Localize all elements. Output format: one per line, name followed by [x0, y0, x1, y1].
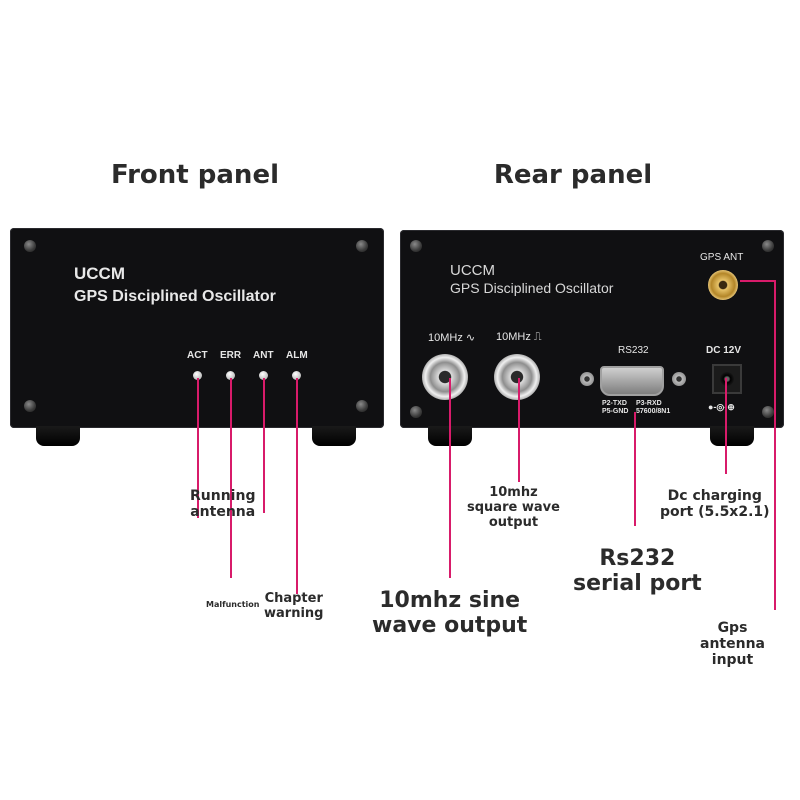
front-foot-left: [36, 426, 80, 446]
front-foot-right: [312, 426, 356, 446]
callout-line-ant: [263, 378, 265, 513]
led-label-err: ERR: [220, 350, 242, 361]
rear-panel-heading: Rear panel: [493, 160, 653, 190]
front-panel-heading: Front panel: [111, 160, 279, 190]
callout-line-square: [518, 378, 520, 482]
gps-ant-label: GPS ANT: [700, 252, 744, 263]
dc-jack-icon: [712, 364, 742, 394]
rear-product-label: GPS Disciplined Oscillator: [450, 280, 614, 296]
callout-square-wave: 10mhz square wave output: [467, 485, 560, 530]
bnc-sine-connector-icon: [422, 354, 468, 400]
screw-icon: [24, 240, 36, 252]
front-brand-label: UCCM: [74, 264, 125, 283]
db9-screw-icon: [672, 372, 686, 386]
rs232-pins-left: P2-TXD P5-GND: [602, 400, 629, 416]
callout-dc-port: Dc charging port (5.5x2.1): [660, 488, 770, 521]
callout-line-dc: [725, 378, 727, 474]
rear-brand-label: UCCM: [450, 262, 495, 279]
screw-icon: [24, 400, 36, 412]
led-ant-icon: [259, 371, 268, 380]
bnc-square-connector-icon: [494, 354, 540, 400]
callout-line-sine: [449, 378, 451, 578]
sma-gps-connector-icon: [708, 270, 738, 300]
rear-panel-device: UCCM GPS Disciplined Oscillator 10MHz ∿ …: [400, 230, 784, 428]
screw-icon: [410, 406, 422, 418]
callout-line-gps-horizontal: [740, 280, 776, 282]
front-product-label: GPS Disciplined Oscillator: [74, 288, 276, 305]
callout-line-err: [230, 378, 232, 578]
dc-label: DC 12V: [706, 345, 742, 356]
led-err-icon: [226, 371, 235, 380]
callout-line-gps-vertical: [774, 280, 776, 610]
db9-connector-icon: [600, 366, 664, 396]
led-label-act: ACT: [187, 350, 208, 361]
square-port-label: 10MHz ⎍: [496, 331, 542, 343]
screw-icon: [356, 400, 368, 412]
rs232-label: RS232: [618, 345, 649, 356]
callout-chapter-warning: Chapter warning: [264, 591, 324, 621]
screw-icon: [356, 240, 368, 252]
screw-icon: [410, 240, 422, 252]
callout-running-antenna: Running antenna: [190, 488, 256, 521]
callout-malfunction: Malfunction: [206, 600, 260, 609]
callout-line-rs232: [634, 412, 636, 526]
led-act-icon: [193, 371, 202, 380]
sine-port-label: 10MHz ∿: [428, 332, 476, 344]
callout-line-alm: [296, 378, 298, 594]
callout-gps-input: Gps antenna input: [700, 620, 765, 669]
rs232-pins-right: P3-RXD 57600/8N1: [636, 400, 671, 416]
dc-polarity-icon: ●-◎-⊕: [708, 402, 735, 412]
led-alm-icon: [292, 371, 301, 380]
rear-foot-right: [710, 426, 754, 446]
led-label-ant: ANT: [253, 350, 274, 361]
led-label-alm: ALM: [286, 350, 308, 361]
screw-icon: [762, 406, 774, 418]
screw-icon: [762, 240, 774, 252]
db9-screw-icon: [580, 372, 594, 386]
callout-line-act: [197, 378, 199, 518]
callout-sine-wave: 10mhz sine wave output: [372, 588, 528, 639]
callout-rs232-port: Rs232 serial port: [573, 546, 702, 597]
